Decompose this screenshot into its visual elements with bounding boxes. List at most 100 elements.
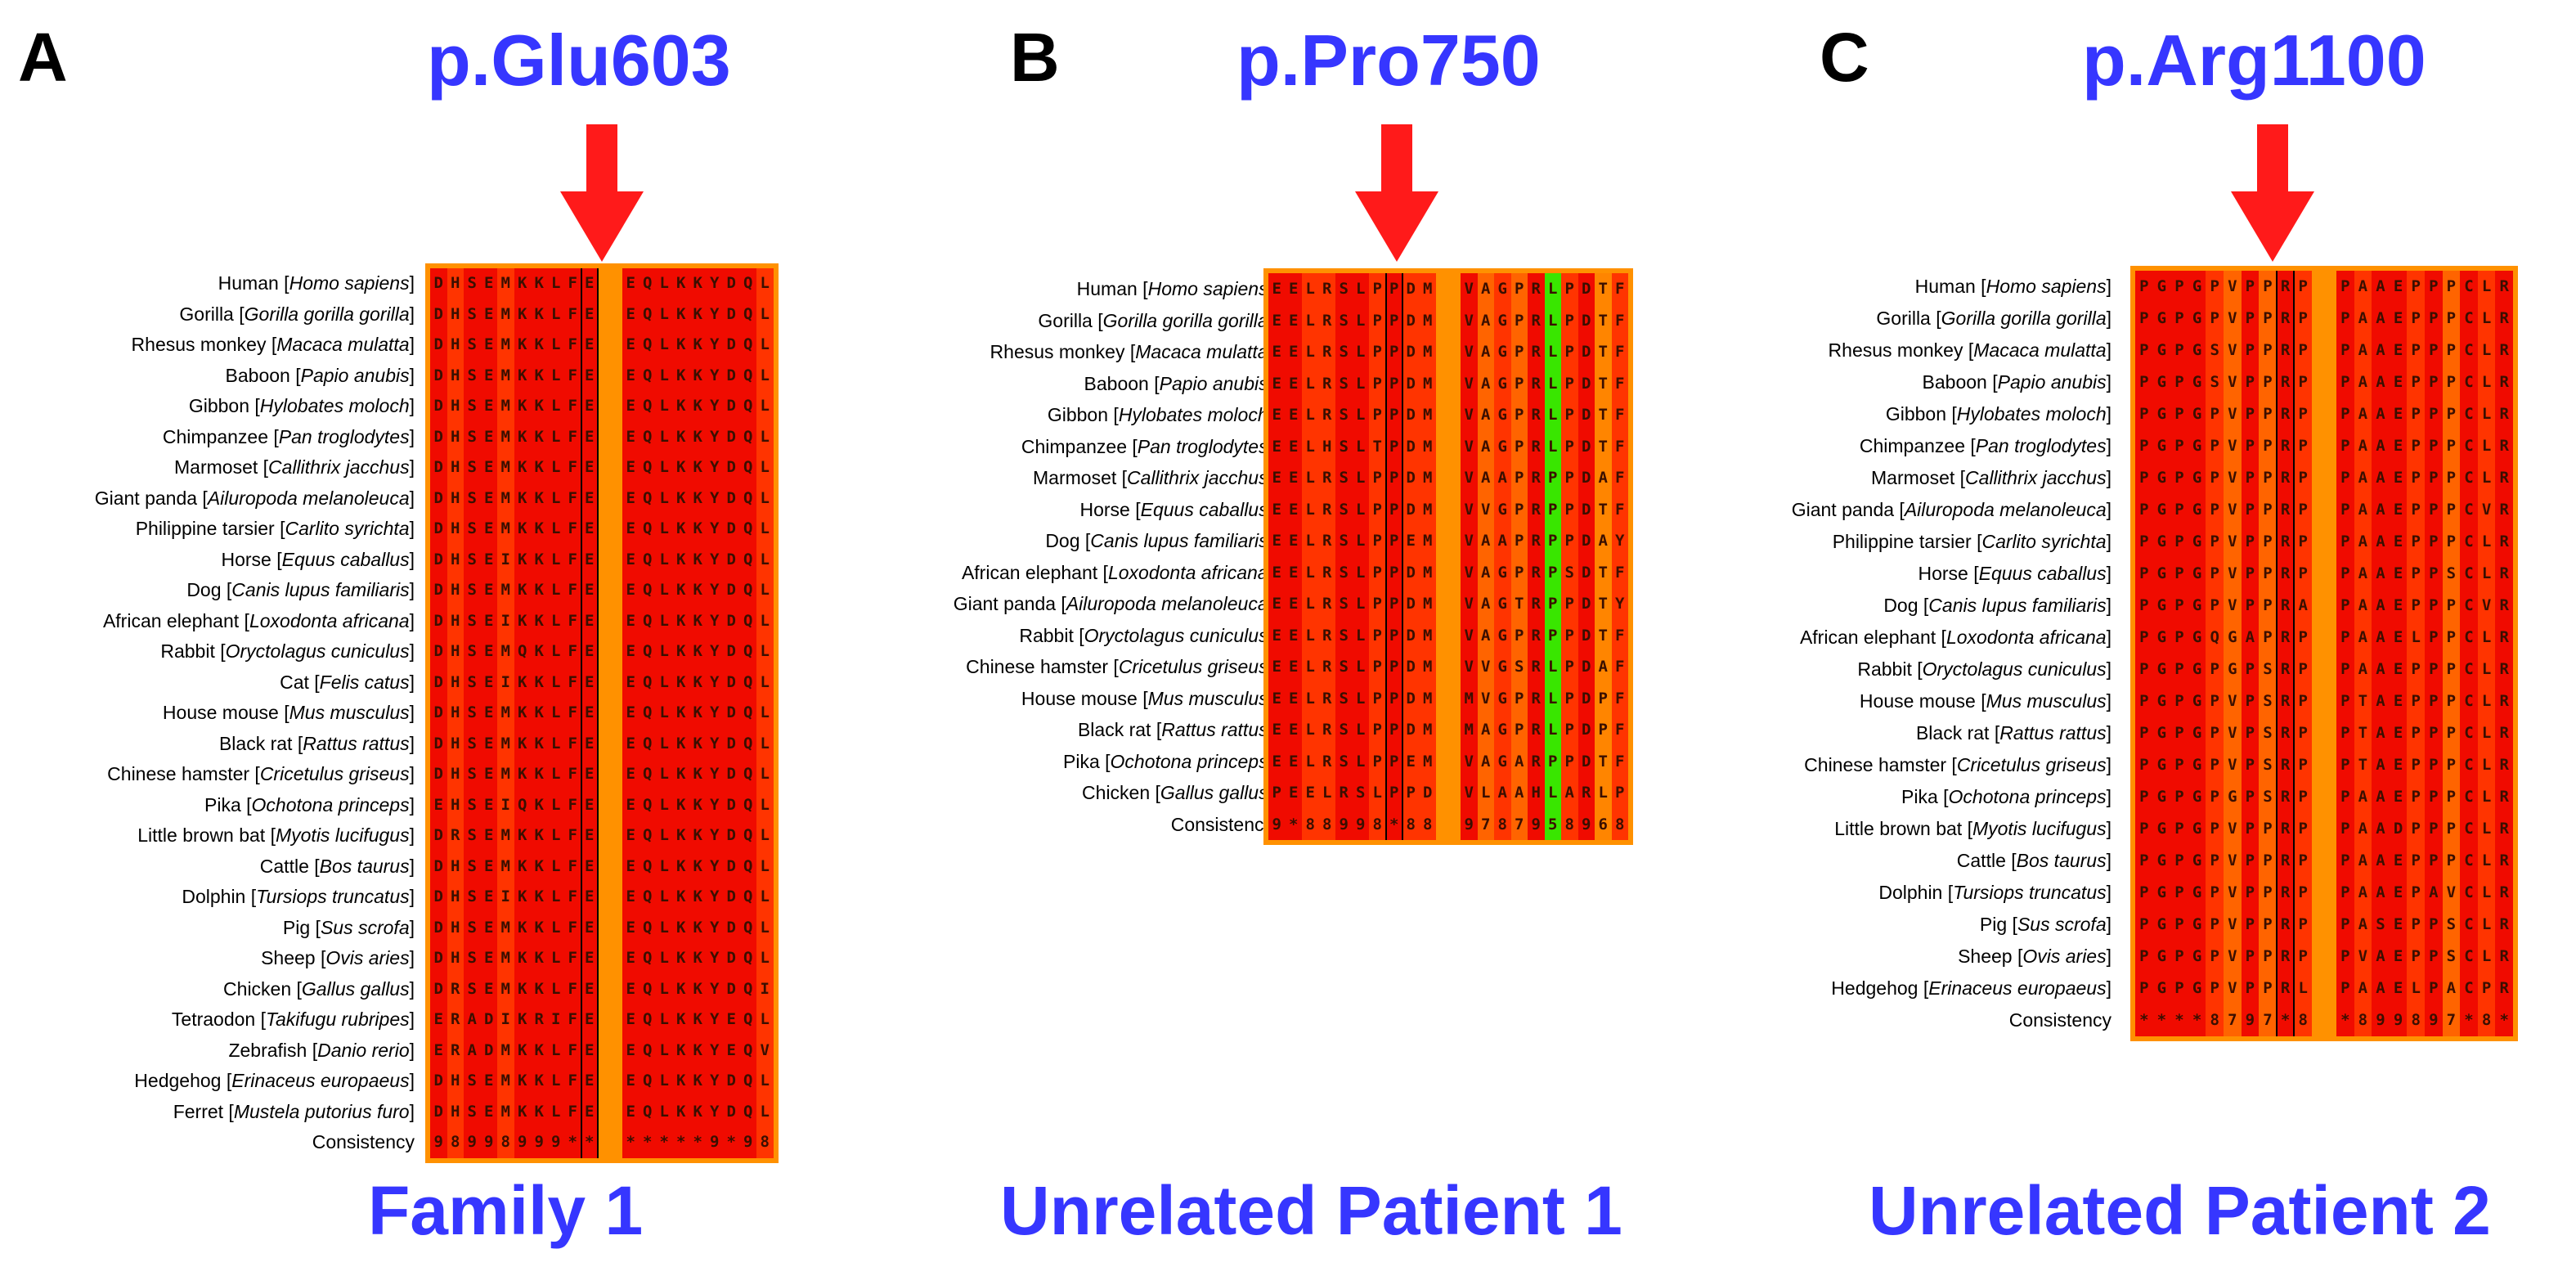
residue-cell: [610, 391, 622, 422]
residue-cell: E: [1402, 525, 1420, 557]
residue-cell: D: [1577, 493, 1595, 525]
residue-cell: D: [1402, 304, 1420, 336]
residue-cell: R: [1528, 304, 1545, 336]
species-labels: Human [Homo sapiens]Gorilla [Gorilla gor…: [867, 268, 1280, 845]
residue-cell: P: [2206, 398, 2224, 430]
residue-cell: R: [2276, 877, 2295, 909]
residue-cell: A: [2372, 398, 2390, 430]
residue-cell: P: [2442, 303, 2461, 335]
residue-cell: H: [447, 1066, 464, 1097]
residue-cell: E: [430, 1035, 447, 1066]
residue-cell: Y: [706, 1035, 723, 1066]
residue-cell: E: [1285, 651, 1302, 683]
residue-cell: P: [2407, 845, 2425, 877]
residue-cell: E: [1285, 525, 1302, 557]
residue-cell: [1436, 556, 1448, 588]
residue-cell: R: [2276, 941, 2295, 973]
residue-cell: P: [2407, 941, 2425, 973]
species-label: Rhesus monkey [Macaca mulatta]: [1828, 339, 2112, 361]
species-label: Cattle [Bos taurus]: [1956, 850, 2112, 871]
residue-cell: I: [497, 605, 514, 636]
residue-cell: [598, 360, 610, 391]
residue-cell: D: [723, 636, 740, 667]
residue-cell: I: [497, 789, 514, 820]
residue-cell: *: [639, 1127, 656, 1158]
residue-cell: S: [464, 728, 481, 759]
residue-cell: D: [723, 330, 740, 361]
residue-cell: [2324, 654, 2336, 685]
residue-cell: F: [564, 268, 581, 299]
residue-cell: Q: [739, 514, 756, 545]
residue-cell: [1436, 588, 1448, 620]
residue-cell: D: [723, 299, 740, 330]
residue-cell: P: [1561, 304, 1578, 336]
residue-cell: P: [2135, 717, 2153, 749]
residue-cell: H: [447, 698, 464, 729]
residue-cell: P: [2336, 877, 2354, 909]
residue-cell: Q: [639, 360, 656, 391]
residue-cell: S: [2206, 335, 2224, 366]
residue-cell: I: [497, 667, 514, 698]
residue-cell: L: [1544, 651, 1561, 683]
residue-cell: L: [547, 789, 564, 820]
residue-cell: S: [464, 636, 481, 667]
residue-cell: [2324, 494, 2336, 526]
residue-cell: S: [464, 575, 481, 606]
residue-cell: P: [2241, 590, 2260, 622]
residue-cell: P: [2336, 941, 2354, 973]
residue-cell: P: [2206, 813, 2224, 845]
residue-cell: R: [531, 1004, 548, 1036]
residue-cell: D: [2389, 813, 2408, 845]
residue-cell: L: [547, 912, 564, 943]
residue-cell: *: [2135, 1004, 2153, 1036]
residue-cell: E: [1268, 430, 1286, 462]
residue-cell: P: [2442, 845, 2461, 877]
residue-cell: H: [447, 360, 464, 391]
residue-cell: A: [2354, 781, 2372, 813]
residue-cell: D: [430, 1066, 447, 1097]
residue-cell: R: [1318, 714, 1335, 746]
residue-cell: *: [2460, 1004, 2478, 1036]
residue-cell: V: [2224, 366, 2242, 398]
residue-cell: [2312, 781, 2324, 813]
residue-cell: [2312, 877, 2324, 909]
residue-cell: L: [656, 943, 673, 974]
residue-cell: M: [1419, 462, 1436, 494]
residue-cell: E: [480, 330, 497, 361]
residue-cell: [598, 452, 610, 483]
residue-cell: P: [2135, 781, 2153, 813]
residue-cell: L: [2477, 462, 2496, 494]
residue-cell: A: [2354, 973, 2372, 1004]
consistency-label: Consistency: [1170, 813, 1273, 835]
residue-cell: S: [1335, 462, 1353, 494]
residue-cell: P: [2135, 654, 2153, 685]
residue-cell: K: [514, 973, 531, 1004]
residue-cell: L: [1352, 336, 1369, 368]
residue-cell: S: [2259, 685, 2277, 717]
residue-cell: E: [480, 483, 497, 514]
residue-cell: E: [581, 820, 598, 851]
red-arrow-icon: [560, 124, 644, 262]
residue-cell: [610, 514, 622, 545]
residue-cell: L: [547, 820, 564, 851]
residue-cell: K: [672, 1004, 689, 1036]
residue-cell: L: [1318, 777, 1335, 809]
residue-cell: L: [656, 698, 673, 729]
residue-cell: P: [1561, 493, 1578, 525]
residue-cell: L: [756, 299, 774, 330]
residue-cell: P: [2425, 909, 2443, 941]
residue-cell: P: [2170, 335, 2188, 366]
residue-cell: L: [2477, 622, 2496, 654]
residue-cell: E: [2389, 366, 2408, 398]
residue-cell: P: [2407, 494, 2425, 526]
residue-cell: L: [547, 1066, 564, 1097]
residue-cell: E: [1285, 588, 1302, 620]
residue-cell: R: [2495, 558, 2513, 590]
residue-cell: G: [2152, 494, 2171, 526]
residue-cell: Q: [639, 728, 656, 759]
